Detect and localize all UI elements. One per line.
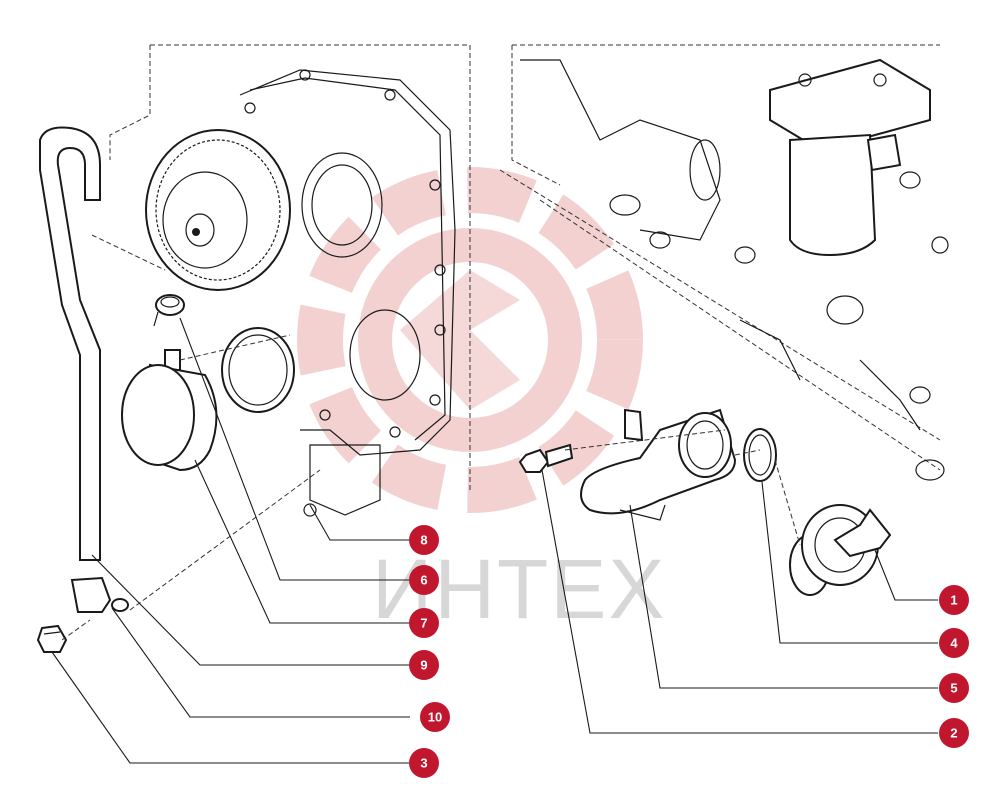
callout-badge-circle <box>939 718 969 748</box>
callout-badge-3: 3 <box>409 748 439 778</box>
callout-badge-2: 2 <box>939 718 969 748</box>
callout-badge-circle <box>409 650 439 680</box>
callout-number: 4 <box>950 636 958 651</box>
callout-badge-10: 10 <box>420 702 450 732</box>
o-ring-part-4 <box>743 428 777 482</box>
callout-badge-8: 8 <box>409 525 439 555</box>
callout-number: 9 <box>420 658 427 673</box>
callout-badge-9: 9 <box>409 650 439 680</box>
callout-badge-circle <box>409 525 439 555</box>
engine-front-cover <box>109 44 471 517</box>
callout-number: 2 <box>950 726 957 741</box>
nut-part-3 <box>36 624 68 653</box>
callout-badge-1: 1 <box>939 585 969 615</box>
callout-badge-circle <box>939 628 969 658</box>
callout-number: 10 <box>428 710 442 725</box>
callout-number: 5 <box>950 681 957 696</box>
hose-clamp-part-6 <box>153 294 185 327</box>
bolt-part-2 <box>518 443 574 473</box>
callout-number: 8 <box>420 533 427 548</box>
callout-badge-circle <box>409 608 439 638</box>
o-ring-part-8 <box>221 327 295 413</box>
leader-lines <box>51 317 938 764</box>
callout-number: 7 <box>420 616 427 631</box>
callout-badge-6: 6 <box>409 565 439 595</box>
clip-part-10 <box>70 576 129 613</box>
callout-badge-circle <box>409 565 439 595</box>
callout-number: 6 <box>420 573 427 588</box>
callout-badge-7: 7 <box>409 608 439 638</box>
elbow-pipe-part-5 <box>580 408 737 521</box>
callout-badge-circle <box>939 585 969 615</box>
callout-badge-circle <box>420 702 450 732</box>
callout-badge-4: 4 <box>939 628 969 658</box>
callout-badge-circle <box>939 673 969 703</box>
hose-part-9 <box>39 126 101 561</box>
thermostat-cap-part-1 <box>789 504 892 596</box>
callout-badges: 1 2 3 4 5 6 7 8 9 10 <box>409 525 969 778</box>
callout-number: 3 <box>420 756 427 771</box>
callout-badge-circle <box>409 748 439 778</box>
engine-side-block <box>499 44 949 481</box>
filter-housing-part-7 <box>121 349 218 472</box>
callout-badge-5: 5 <box>939 673 969 703</box>
callout-number: 1 <box>950 593 957 608</box>
